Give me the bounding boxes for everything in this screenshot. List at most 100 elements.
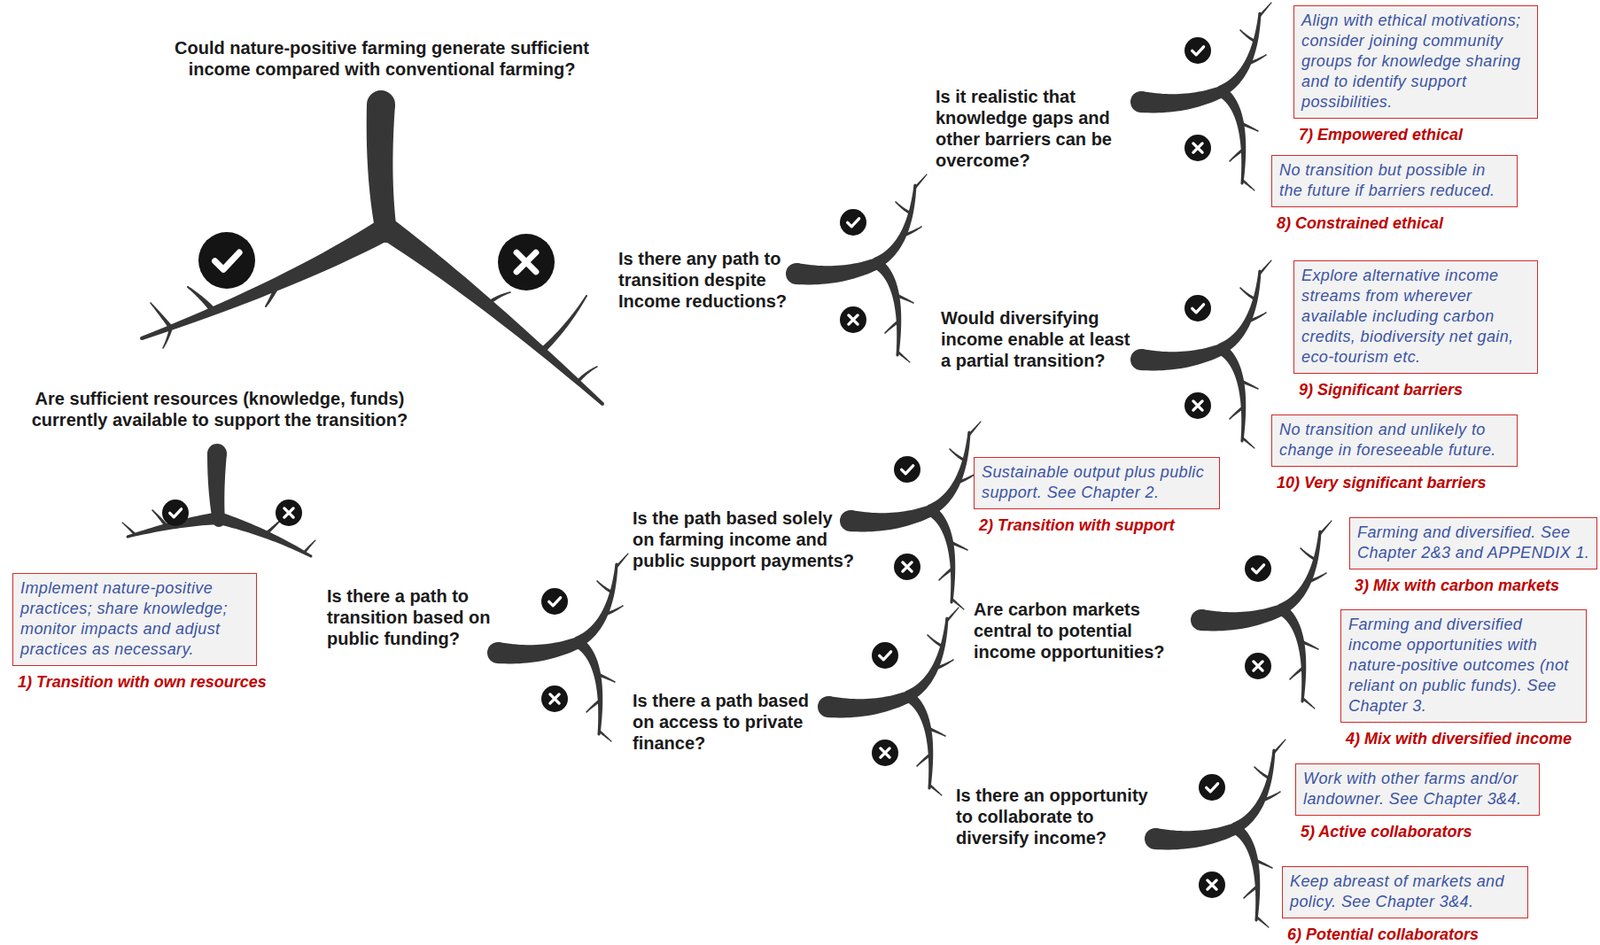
symbol-mark (549, 598, 561, 606)
text-line: Income reductions? (618, 290, 787, 312)
branch-tip (1270, 259, 1272, 261)
branch-shape (1140, 85, 1226, 113)
branch-shape (926, 634, 943, 648)
branch-shape (1246, 54, 1267, 66)
text-line: other barriers can be (935, 128, 1112, 150)
outcome-node: Explore alternative income streams from … (1293, 260, 1538, 400)
branch-tip (121, 521, 123, 523)
text-line: eco-tourism etc. (1301, 347, 1531, 368)
symbol-mark (170, 509, 182, 518)
branch-tip (1330, 520, 1332, 521)
text-line: Work with other farms and/or (1303, 768, 1532, 790)
question-text: Is there an opportunity to collaborate t… (955, 784, 1149, 849)
symbol-disc (871, 739, 899, 767)
outcome-box: Keep abreast of markets and policy. See … (1281, 866, 1529, 919)
branch-shape (1299, 547, 1316, 561)
trunk-cap (1130, 91, 1152, 113)
branch-tip (940, 794, 942, 796)
trunk-cap (366, 90, 396, 119)
cross-symbol (1184, 392, 1212, 420)
text-line: Is there any path to (618, 248, 787, 270)
tree-branch (839, 420, 982, 610)
text-line: practices as necessary. (20, 639, 249, 661)
branch-tip (1325, 572, 1328, 575)
branch-shape (1228, 148, 1244, 163)
symbol-disc (541, 685, 568, 713)
symbol-mark (215, 252, 241, 270)
question-text: Is the path based solely on farming inco… (632, 507, 855, 572)
trunk-cap (1190, 609, 1212, 631)
text-line: policy. See Chapter 3&4. (1289, 892, 1521, 913)
text-line: Is there a path to (326, 585, 490, 607)
branch-tip (509, 291, 512, 294)
tree-branch (1144, 738, 1287, 928)
outcome-text: Work with other farms and/or landowner. … (1303, 768, 1532, 810)
outcome-box: No transition but possible in the future… (1271, 155, 1518, 208)
branch-tip (186, 286, 189, 288)
branch-shape (1231, 823, 1260, 921)
branch-shape (380, 218, 605, 405)
cross-symbol (1198, 871, 1226, 899)
branch-shape (913, 174, 928, 190)
branch-shape (484, 291, 511, 307)
trunk-cap (1144, 828, 1166, 850)
outcome-node: Align with ethical motivations; consider… (1293, 5, 1538, 145)
branch-shape (1306, 572, 1327, 584)
tree-branch (487, 552, 630, 742)
branch-shape (1255, 916, 1269, 929)
branch-shape (1253, 766, 1270, 780)
branch-tip (1279, 791, 1282, 793)
branch-shape (884, 320, 900, 334)
branch-shape (950, 598, 964, 611)
text-line: Keep abreast of markets and (1289, 871, 1521, 893)
text-line: Explore alternative income (1301, 265, 1531, 287)
text-line: Would diversifying (940, 307, 1130, 329)
branch-tip (627, 552, 629, 554)
branch-shape (585, 699, 601, 714)
outcome-text: Align with ethical motivations; consider… (1301, 10, 1531, 113)
text-line: the future if barriers reduced. (1279, 180, 1510, 202)
cross-symbol (541, 685, 568, 713)
branch-tip (149, 302, 152, 304)
outcome-box: Sustainable output plus public support. … (973, 457, 1220, 510)
text-line: knowledge gaps and (935, 107, 1112, 129)
branch-tip (1242, 897, 1245, 900)
branch-shape (873, 185, 917, 269)
branch-shape (1140, 343, 1226, 371)
symbol-disc (275, 499, 303, 527)
outcome-label: 3) Mix with carbon markets (1354, 575, 1598, 596)
branch-shape (303, 540, 317, 553)
text-line: practices; share knowledge; (20, 598, 249, 620)
text-line: income compared with conventional farmin… (174, 58, 590, 80)
outcome-box: Farming and diversified income opportuni… (1340, 609, 1587, 723)
symbol-mark (1207, 880, 1217, 890)
branch-shape (926, 726, 946, 738)
branch-shape (1246, 311, 1267, 324)
branch-shape (574, 564, 618, 648)
text-line: change in foreseeable future. (1279, 440, 1510, 461)
branch-tip (139, 336, 144, 341)
branch-tip (1284, 738, 1286, 740)
branch-tip (596, 365, 599, 368)
branch-shape (938, 567, 954, 582)
branch-tip (264, 305, 267, 308)
branch-tip (1241, 440, 1244, 443)
text-line: Chapter 2&3 and APPENDIX 1. (1357, 543, 1590, 564)
text-line: overcome? (935, 149, 1112, 171)
text-line: Implement nature-positive (20, 578, 249, 599)
branch-shape (948, 448, 965, 462)
trunk-cap (785, 263, 808, 285)
text-line: Chapter 3. (1348, 696, 1579, 717)
text-line: Sustainable output plus public (981, 462, 1212, 483)
symbol-mark (848, 315, 858, 325)
branch-shape (901, 225, 922, 238)
branch-shape (122, 522, 136, 536)
branch-tip (310, 555, 313, 559)
trunk-cap (839, 510, 862, 532)
outcome-node: Work with other farms and/or landowner. … (1295, 763, 1540, 842)
cross-symbol (839, 306, 867, 334)
text-line: income opportunities with (1348, 635, 1579, 656)
branch-shape (186, 286, 216, 313)
symbol-disc (893, 553, 921, 581)
symbol-disc (1184, 392, 1212, 420)
